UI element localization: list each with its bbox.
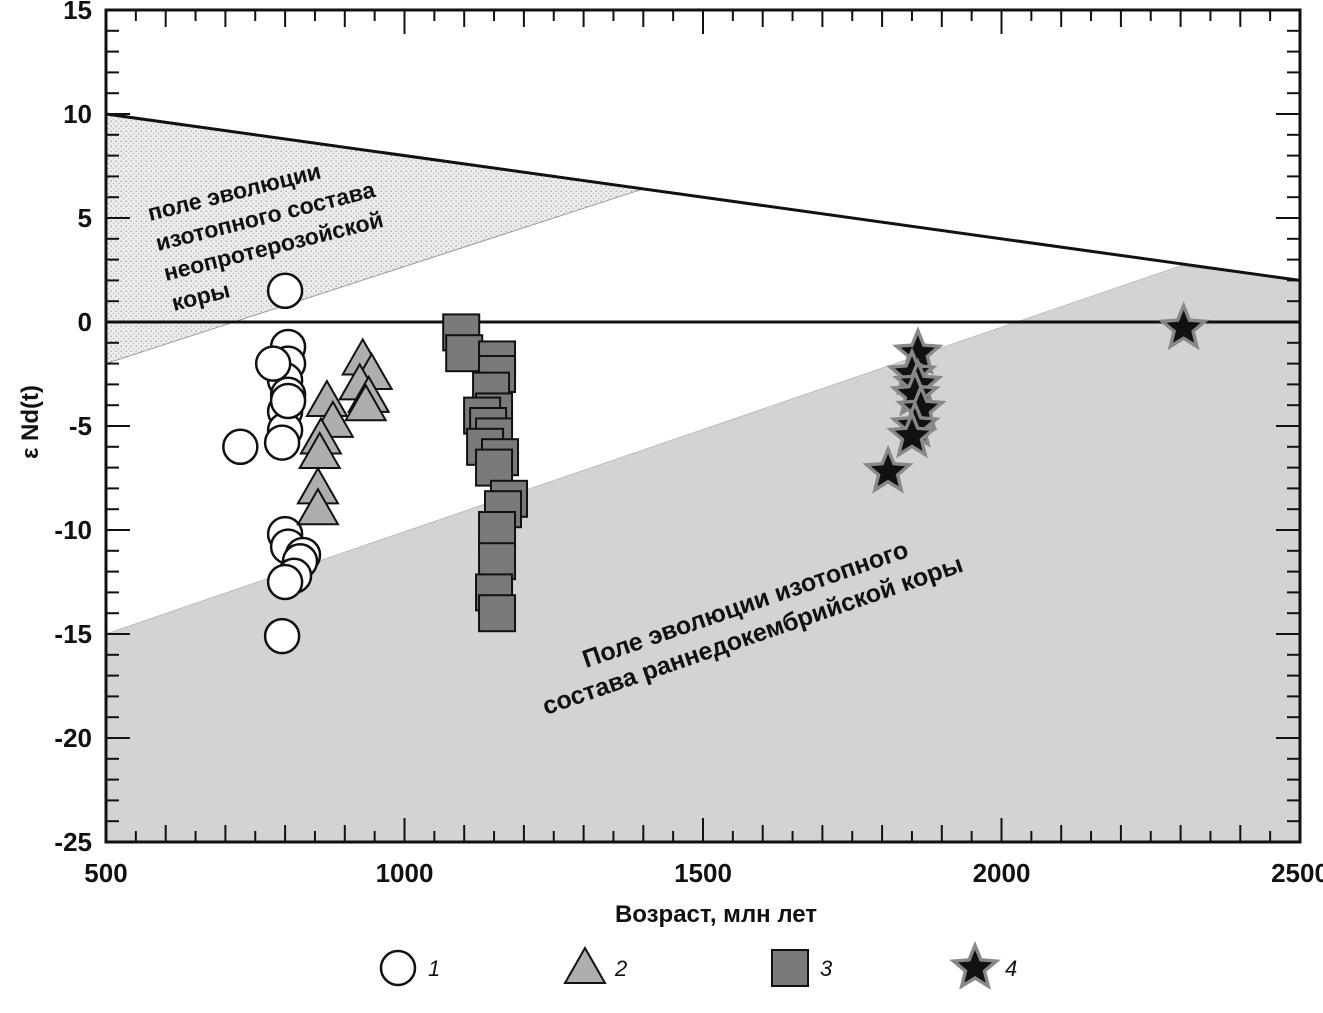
y-tick-label: -5 [69,411,92,441]
star-core [894,418,930,451]
y-tick-label: 10 [63,99,92,129]
legend-label: 2 [614,956,627,981]
star-point [886,409,938,459]
star-core [1166,310,1201,343]
circle-point [269,382,307,420]
y-tick-label: 0 [78,307,92,337]
legend-label: 4 [1005,956,1017,981]
legend-label: 1 [428,956,440,981]
x-axis-title: Возраст, млн лет [615,901,817,928]
star-point [862,444,914,494]
square-point [478,542,517,581]
star-core [871,453,906,487]
star-core [957,950,993,983]
legend-item-1: 1 [379,949,440,987]
legend-label: 3 [820,956,833,981]
star-point [1157,301,1210,351]
y-tick-label: -20 [54,723,92,753]
y-tick-label: 15 [63,0,92,25]
series-2 [296,337,394,526]
legend: 1 2 3 4 [379,941,1017,990]
square-point [445,334,484,373]
circle-point [254,345,292,382]
triangle-point [296,487,340,526]
triangle-point [298,431,342,470]
circle-point [266,563,304,601]
legend-square-marker [771,949,809,987]
circle-point [263,617,301,655]
square-point [478,594,517,633]
legend-circle-marker [379,949,417,987]
series-4 [862,301,1210,494]
x-tick-label: 500 [84,858,127,888]
series-1 [222,272,322,655]
circle-point [222,428,259,466]
y-tick-label: -25 [54,827,92,857]
x-tick-label: 2000 [973,858,1031,888]
depleted-mantle-line [105,112,1301,282]
y-tick-label: -15 [54,619,92,649]
legend-item-4: 4 [949,941,1017,990]
y-tick-label: -10 [54,515,92,545]
legend-star-marker [949,941,1001,990]
points-layer [222,272,1210,655]
triangle-point [343,383,388,422]
square-point [478,511,517,549]
circle-point [266,272,304,310]
circle-point [263,424,301,461]
x-tick-label: 1500 [674,858,732,888]
series-3 [442,313,528,633]
lines-layer [105,112,1301,324]
x-tick-label: 1000 [376,858,434,888]
y-tick-label: 5 [78,203,92,233]
legend-triangle-marker [563,945,607,984]
legend-item-2: 2 [563,945,627,984]
y-axis-title: ε Nd(t) [17,385,44,459]
legend-item-3: 3 [771,949,833,987]
x-tick-label: 2500 [1271,858,1323,888]
